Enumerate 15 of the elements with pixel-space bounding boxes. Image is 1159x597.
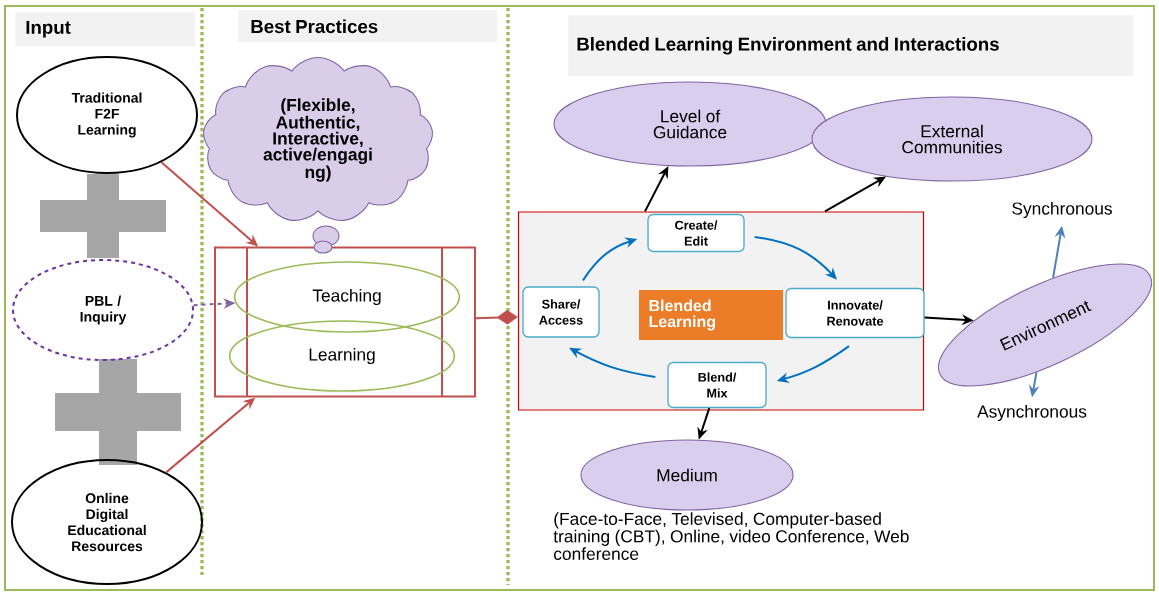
header-band: Blended Learning Environment and Interactions — [568, 15, 1134, 77]
practice-box — [214, 246, 476, 398]
arrow — [753, 236, 837, 280]
plain-text: Asynchronous — [977, 404, 1087, 422]
stage-box: Create/ Edit — [647, 213, 745, 253]
header-band: Input — [15, 12, 196, 47]
caption-text: (Face-to-Face, Televised, Computer-based training (CBT), Online, video Conference, Web conference — [553, 512, 909, 560]
stage-box: Blend/ Mix — [667, 361, 767, 409]
header-band: Best Practices — [238, 10, 498, 43]
center-box: Blended Learning — [639, 290, 783, 340]
connector — [475, 309, 518, 325]
stage-box: Share/ Access — [522, 286, 600, 338]
plain-text: Synchronous — [1012, 201, 1112, 219]
stage-box: Innovate/ Renovate — [785, 287, 925, 339]
thought-cloud: (Flexible, Authentic, Interactive, active/engagi ng) — [203, 56, 433, 254]
